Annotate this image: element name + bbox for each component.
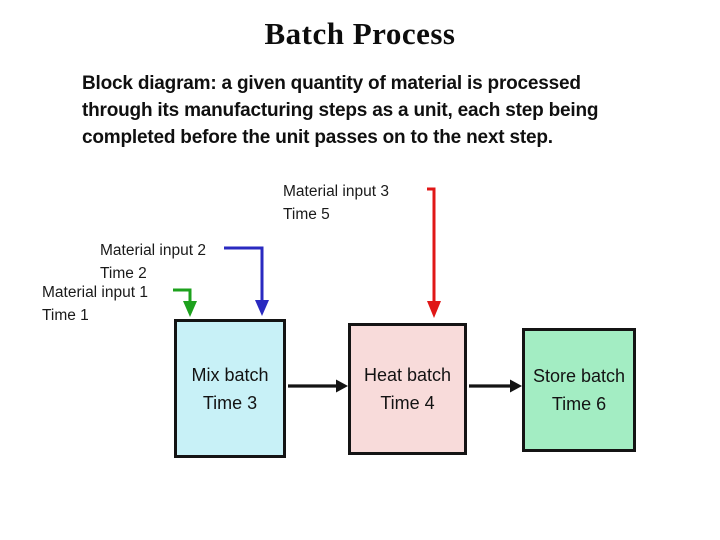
material-input-3-name: Material input 3 — [283, 183, 389, 200]
description-paragraph: Block diagram: a given quantity of mater… — [82, 70, 598, 151]
input-2-arrow-line — [224, 246, 264, 302]
flow-arrow-heat-to-store-head-icon — [510, 379, 522, 393]
heat-batch-time: Time 4 — [380, 393, 435, 413]
material-input-2-label: Material input 2 Time 2 — [100, 239, 206, 285]
store-batch-time: Time 6 — [551, 394, 607, 414]
input-3-arrow-line — [427, 187, 436, 303]
mix-batch-time: Time 3 — [202, 392, 258, 413]
process-box-heat-batch: Heat batch Time 4 — [348, 323, 467, 455]
flow-arrow-mix-to-heat-head-icon — [336, 379, 348, 393]
input-1-arrow-line — [173, 288, 192, 303]
material-input-3-label: Material input 3 Time 5 — [283, 180, 389, 226]
page-title: Batch Process — [264, 16, 456, 51]
mix-batch-name: Mix batch — [191, 364, 269, 385]
material-input-1-time: Time 1 — [42, 307, 89, 324]
process-box-store-batch: Store batch Time 6 — [522, 328, 636, 452]
material-input-1-name: Material input 1 — [42, 284, 148, 301]
heat-batch-name: Heat batch — [363, 365, 452, 385]
description-line: through its manufacturing steps as a uni… — [82, 100, 599, 121]
process-box-mix-batch: Mix batch Time 3 — [174, 319, 286, 458]
material-input-2-time: Time 2 — [100, 265, 147, 282]
material-input-1-label: Material input 1 Time 1 — [42, 281, 148, 327]
material-input-3-time: Time 5 — [283, 206, 330, 223]
material-input-2-name: Material input 2 — [100, 242, 206, 259]
description-line: Block diagram: a given quantity of mater… — [82, 73, 581, 94]
description-line: completed before the unit passes on to t… — [82, 127, 553, 148]
input-2-arrowhead-icon — [255, 300, 269, 316]
input-1-arrowhead-icon — [183, 301, 197, 317]
store-batch-name: Store batch — [532, 366, 626, 386]
input-3-arrowhead-icon — [427, 301, 441, 318]
